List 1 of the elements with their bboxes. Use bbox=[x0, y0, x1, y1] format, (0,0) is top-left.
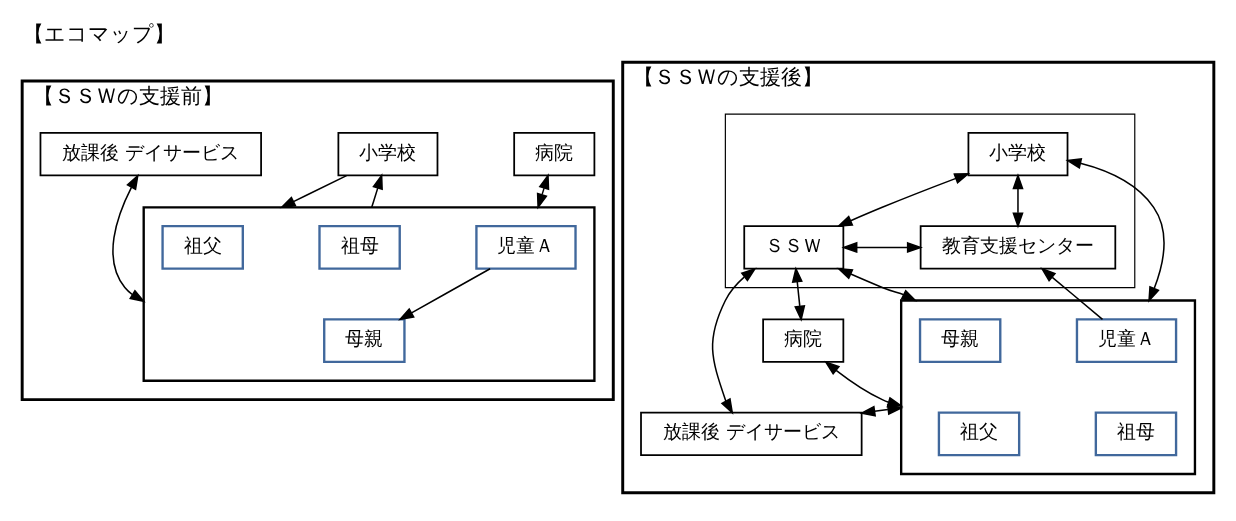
diagram-title: 【エコマップ】 bbox=[22, 20, 175, 46]
